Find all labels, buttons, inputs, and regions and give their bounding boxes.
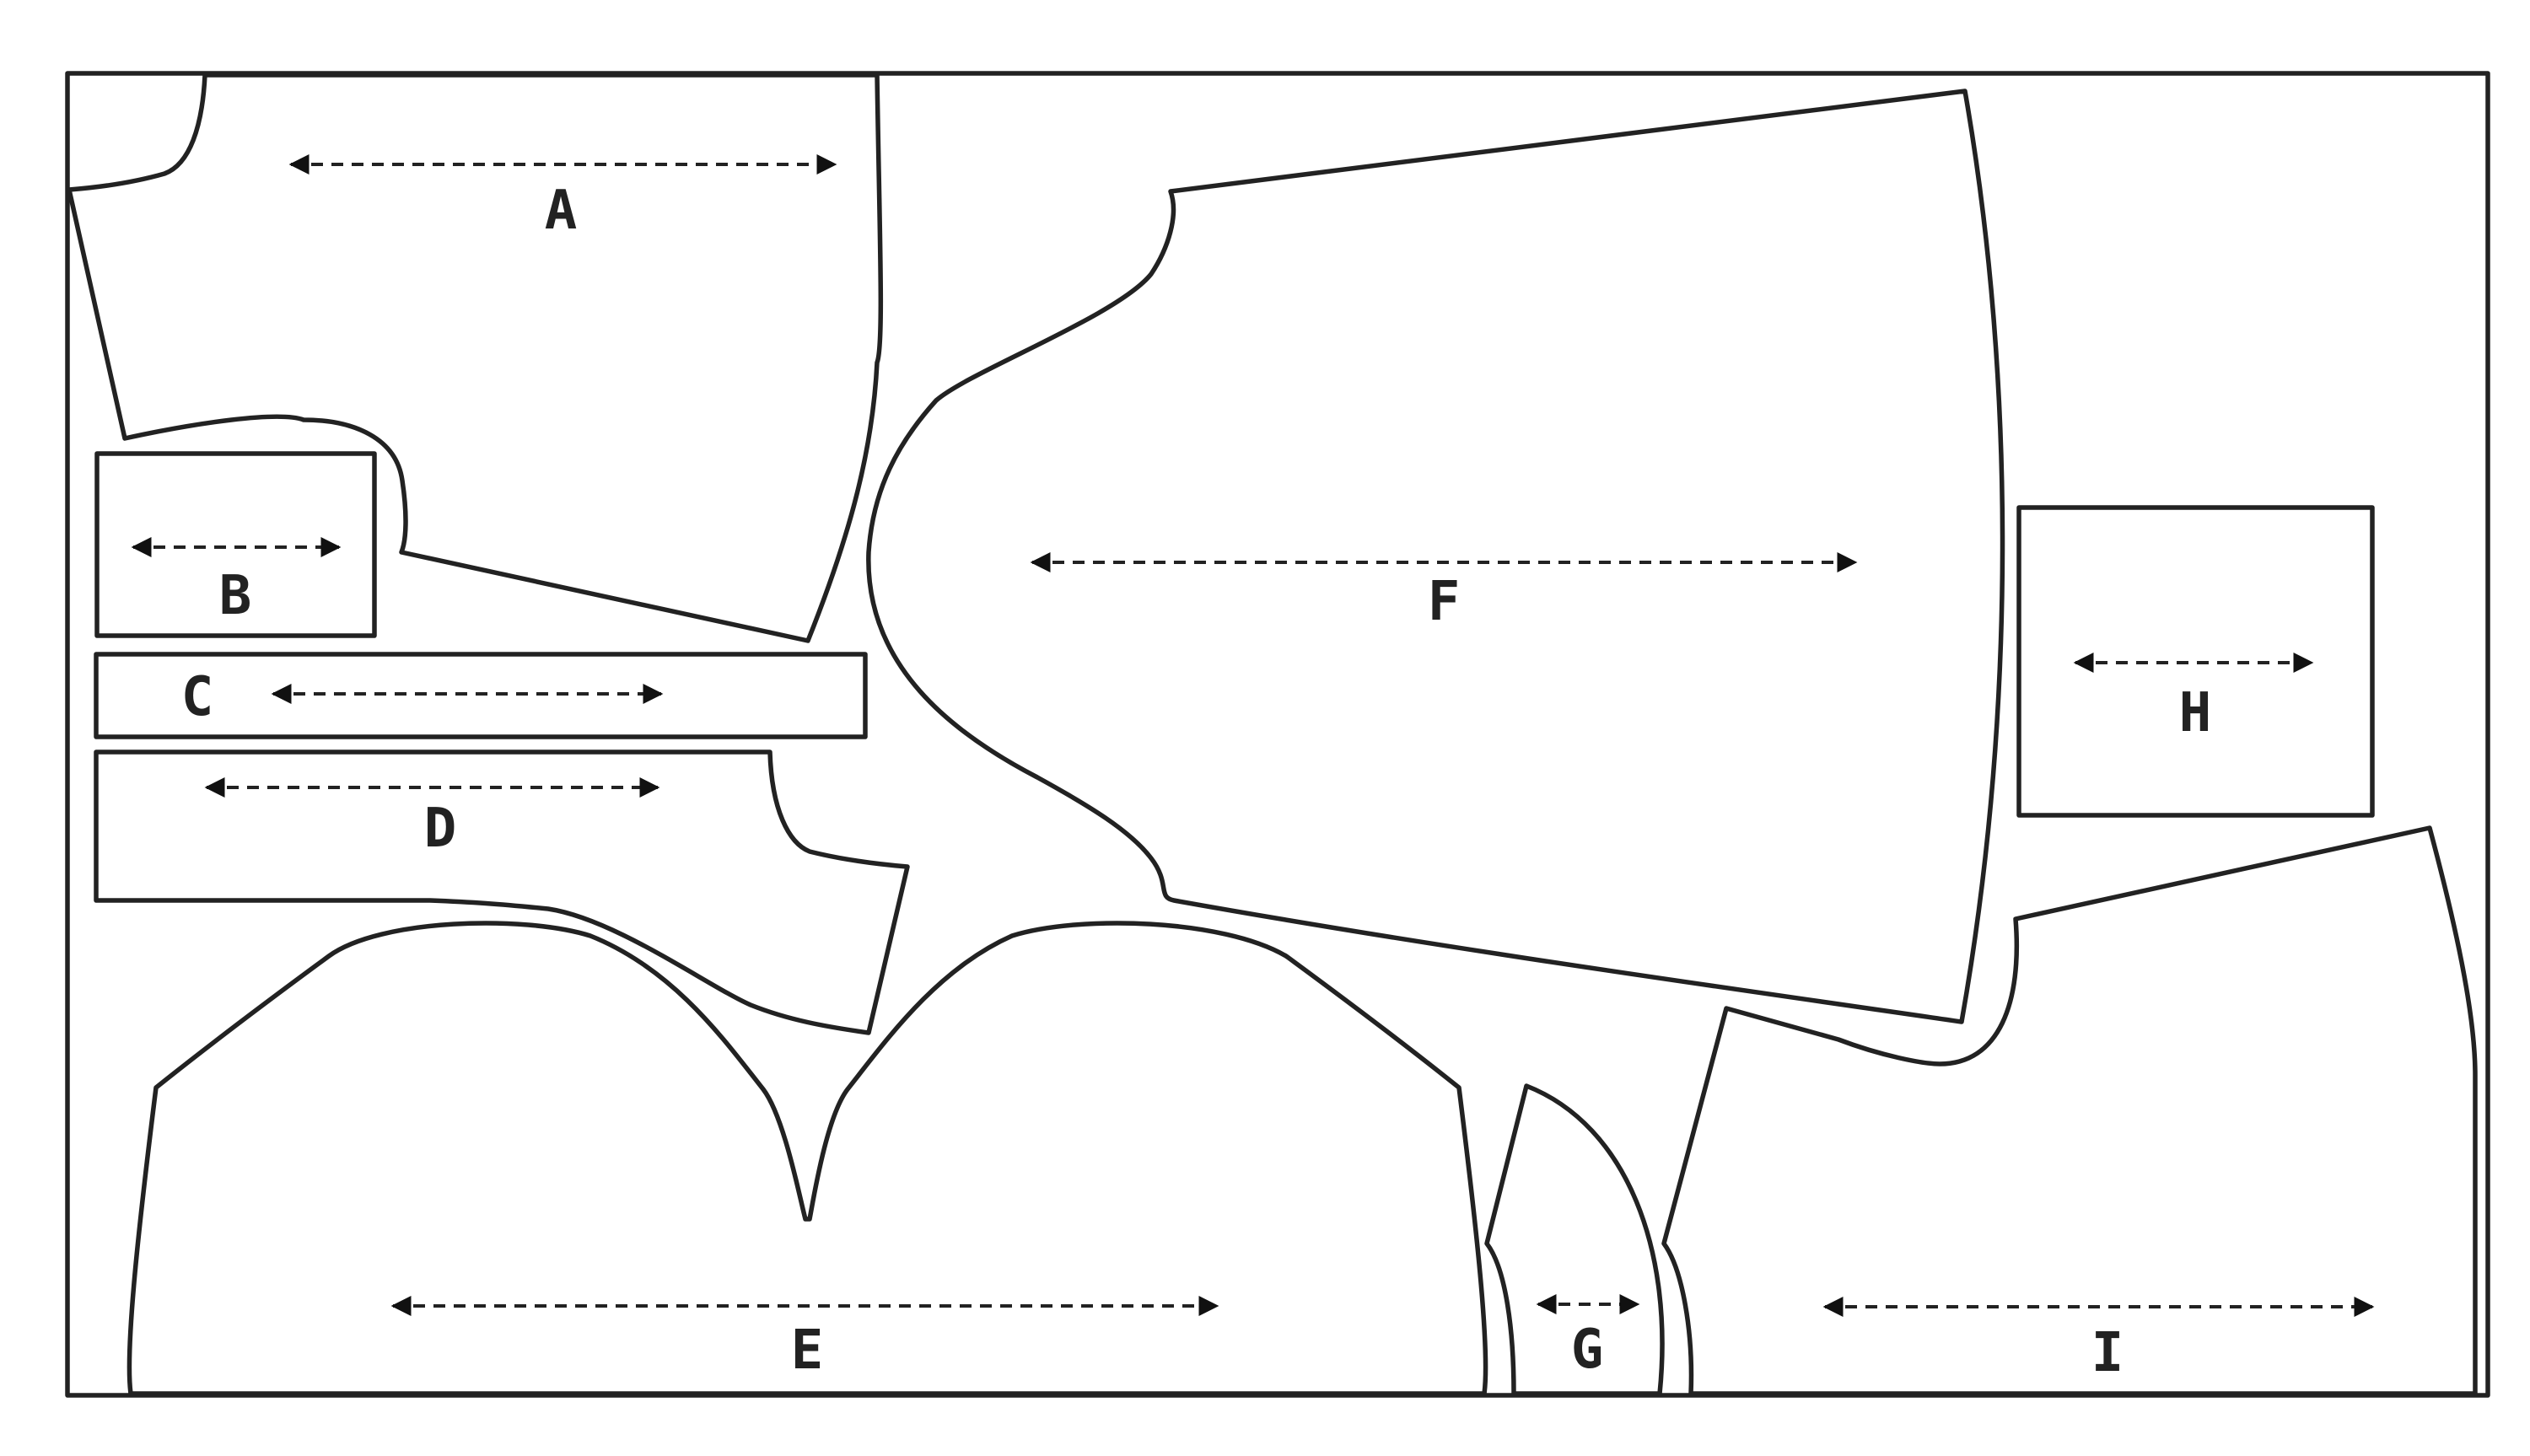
piece-label-d: D <box>424 798 457 860</box>
piece-f: F <box>866 89 2005 1024</box>
piece-label-g: G <box>1571 1319 1604 1381</box>
piece-b: B <box>94 451 377 638</box>
piece-c: C <box>94 652 868 739</box>
piece-e: E <box>126 921 1488 1396</box>
piece-a: A <box>67 73 884 643</box>
fabric-border <box>65 71 2490 1398</box>
piece-label-a: A <box>545 180 578 242</box>
piece-label-f: F <box>1428 571 1461 633</box>
piece-g: G <box>1484 1083 1665 1396</box>
piece-label-h: H <box>2179 682 2212 744</box>
piece-i: I <box>1661 825 2478 1396</box>
piece-label-i: I <box>2091 1322 2124 1384</box>
piece-label-e: E <box>791 1319 824 1382</box>
piece-label-b: B <box>219 565 252 627</box>
piece-label-c: C <box>181 666 214 728</box>
piece-h: H <box>2016 505 2375 818</box>
piece-d: D <box>94 749 910 1035</box>
